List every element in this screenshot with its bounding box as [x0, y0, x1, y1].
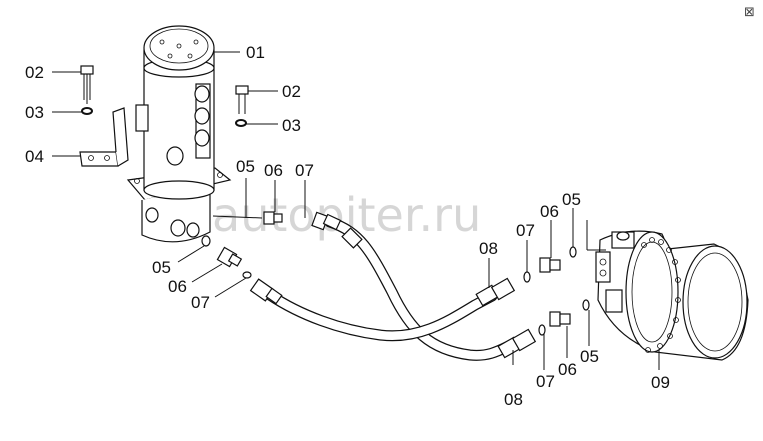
adapter-06a: [216, 246, 243, 268]
travel-motor: [595, 230, 749, 361]
bolt-left: [80, 65, 94, 104]
hose-end-lower-left: [249, 278, 283, 305]
adapter-06d: [549, 311, 571, 327]
callout-05-top: 05: [236, 157, 255, 176]
o-ring-05c: [569, 246, 577, 258]
adapter-06c: [539, 257, 561, 273]
callout-05-upper-right: 05: [562, 190, 581, 209]
callout-09: 09: [651, 373, 670, 392]
hose-lower: [264, 289, 498, 342]
mounting-bracket: [79, 107, 129, 167]
o-ring-07a: [242, 271, 252, 279]
callout-08-upper: 08: [479, 239, 498, 258]
callout-08-lower: 08: [504, 390, 523, 409]
callout-02-right: 02: [282, 82, 301, 101]
callout-03-right: 03: [282, 116, 301, 135]
callout-06-lower-right: 06: [558, 360, 577, 379]
callout-06-left: 06: [168, 277, 187, 296]
callout-07-left: 07: [191, 293, 210, 312]
callout-01: 01: [246, 43, 265, 62]
adapter-06b: [263, 211, 283, 225]
hose-end-08a: [475, 277, 516, 307]
o-ring-05d: [582, 299, 590, 311]
hose-end-08b: [497, 328, 537, 359]
callout-05-left: 05: [152, 258, 171, 277]
callout-04: 04: [25, 147, 44, 166]
callout-03-left: 03: [25, 103, 44, 122]
leader-lines: [52, 51, 660, 370]
hose-end-upper-left: [311, 211, 342, 231]
callout-06-upper-right: 06: [540, 202, 559, 221]
callout-07-upper-right: 07: [516, 221, 535, 240]
callout-07-lower-right: 07: [536, 372, 555, 391]
hose-upper-left-clamp: [341, 227, 363, 249]
bolt-right: [235, 85, 249, 114]
washer-right: [235, 119, 247, 127]
washer-left: [81, 107, 93, 115]
callout-06-top: 06: [264, 161, 283, 180]
callout-05-lower-right: 05: [580, 347, 599, 366]
swivel-joint: [126, 25, 232, 243]
o-ring-07c: [523, 271, 531, 283]
o-ring-07d: [538, 324, 546, 336]
callout-07-top: 07: [295, 161, 314, 180]
corner-mark: ⊠: [744, 5, 755, 20]
o-ring-05a: [201, 235, 211, 247]
callout-02-left: 02: [25, 63, 44, 82]
